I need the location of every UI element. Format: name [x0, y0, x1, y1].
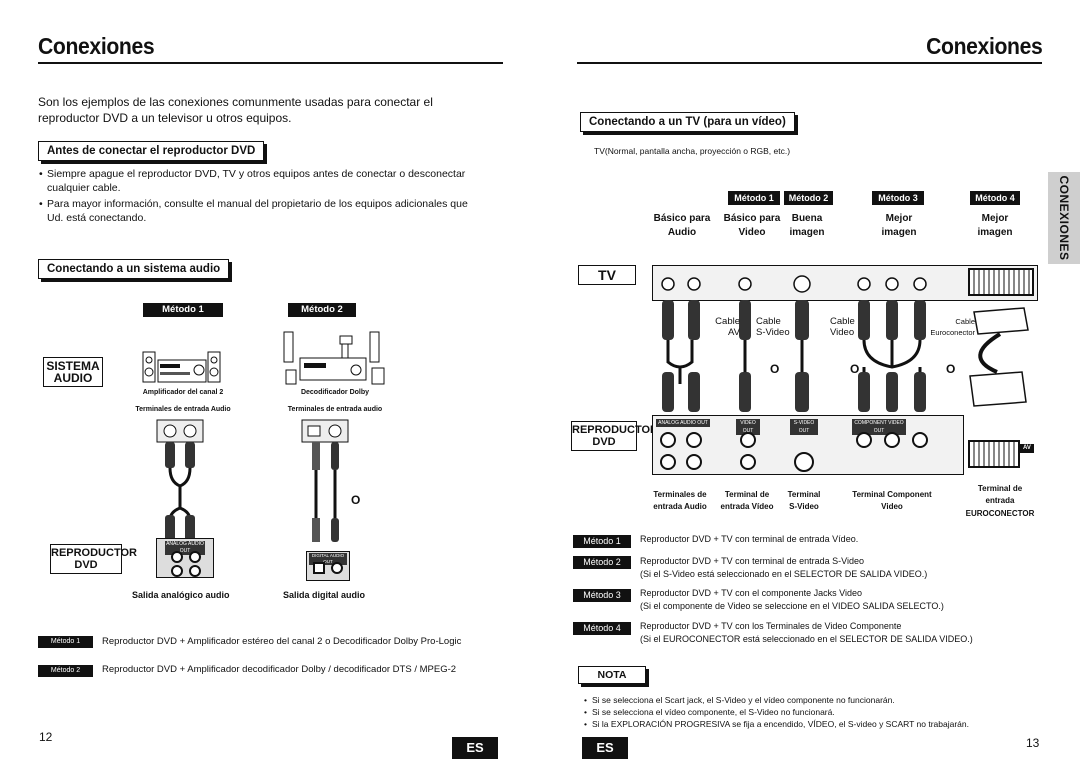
nota-item-1: Si se selecciona el Scart jack, el S-Vid…	[584, 695, 895, 706]
term-euro-entrada: Terminal de entrada	[977, 484, 1023, 505]
tv-note4-line2: (Si el EUROCONECTOR está seleccionado en…	[640, 634, 973, 644]
col-basic-video: Básico para Video	[723, 213, 781, 238]
left-es-badge: ES	[452, 737, 498, 759]
tv-metodo2: Método 2	[784, 191, 833, 205]
or-label-2: O	[850, 362, 860, 376]
or-label-3: O	[946, 362, 956, 376]
tv-note2-line1: Reproductor DVD + TV con terminal de ent…	[640, 556, 865, 566]
term-svideo: Terminal S-Video	[787, 490, 821, 511]
bullet-more-info: Para mayor información, consulte el manu…	[39, 197, 487, 225]
tv-metodo3: Método 3	[872, 191, 924, 205]
or-label-1: O	[770, 362, 780, 376]
left-page-number: 12	[39, 730, 53, 744]
left-or-label: O	[351, 493, 361, 507]
col-basic-audio: Básico para Audio	[653, 213, 711, 238]
bullet-power-off: Siempre apague el reproductor DVD, TV y …	[39, 167, 487, 195]
conexiones-side-tab: CONEXIONES	[1048, 172, 1080, 264]
note2-tag: Método 2	[38, 665, 93, 677]
analog-audio-out-panel: ANALOG AUDIO OUT	[156, 538, 214, 578]
tv-note4-tag: Método 4	[573, 622, 631, 635]
side-tab-text: CONEXIONES	[1057, 175, 1071, 261]
cable-svideo-label: Cable S-Video	[756, 316, 790, 338]
tv-note1-line1: Reproductor DVD + TV con terminal de ent…	[640, 534, 859, 544]
dvd-video-out: VIDEO OUT	[736, 419, 760, 435]
scart-connector-tv	[968, 268, 1034, 296]
section-before-connecting: Antes de conectar el reproductor DVD	[38, 141, 265, 161]
term-euroconector: EUROCONECTOR	[965, 509, 1035, 518]
term-component: Terminal Component Video	[852, 490, 932, 511]
col-mejor-imagen-2: Mejor imagen	[977, 213, 1013, 238]
left-title-rule	[38, 62, 503, 64]
tv-note2-tag: Método 2	[573, 556, 631, 569]
out-digital-label: Salida digital audio	[283, 590, 366, 600]
tv-note3-tag: Método 3	[573, 589, 631, 602]
dvd-rear-jacks	[660, 432, 928, 472]
term-video: Terminal de entrada Vídeo	[720, 490, 774, 511]
right-title-rule	[577, 62, 1042, 64]
digital-audio-cable	[301, 419, 349, 542]
right-page-title: Conexiones	[925, 33, 1043, 59]
left-page-title: Conexiones	[38, 33, 155, 59]
av-scart-dvd	[968, 440, 1020, 468]
cable-video-label: Cable Video	[830, 316, 855, 338]
col-buena-imagen: Buena imagen	[789, 213, 825, 238]
amp-terminals-label: Terminales de entrada Audio	[135, 406, 231, 413]
section-audio-system: Conectando a un sistema audio	[38, 259, 230, 279]
tv-metodo1: Método 1	[728, 191, 780, 205]
amplifier-illustration	[142, 351, 221, 383]
tv-note3-line1: Reproductor DVD + TV con el componente J…	[640, 588, 863, 598]
dolby-label: Decodificador Dolby	[300, 389, 370, 396]
tv-note2-line2: (Si el S-Video está seleccionado en el S…	[640, 569, 928, 579]
cable-av-label: Cable AV	[715, 316, 740, 338]
tv-subtitle: TV(Normal, pantalla ancha, proyección o …	[594, 146, 791, 156]
nota-heading: NOTA	[578, 666, 646, 684]
dvd-svideo-out: S-VIDEO OUT	[790, 419, 818, 435]
nota-item-3: Si la EXPLORACIÓN PROGRESIVA se fija a e…	[584, 719, 969, 730]
metodo2-tag: Método 2	[288, 303, 356, 317]
amp-label: Amplificador del canal 2	[142, 389, 224, 396]
note2-text: Reproductor DVD + Amplificador decodific…	[102, 664, 457, 675]
col-mejor-imagen-1: Mejor imagen	[881, 213, 917, 238]
cable-euro-label: Cable Euroconector	[930, 317, 975, 337]
right-es-badge: ES	[582, 737, 628, 759]
tv-note3-line2: (Si el componente de Video se seleccione…	[640, 601, 944, 611]
right-page-number: 13	[1026, 736, 1040, 750]
nota-item-2: Si se selecciona el vídeo componente, el…	[584, 707, 835, 718]
digital-audio-out-panel: DIGITAL AUDIO OUT	[306, 551, 350, 581]
dvd-analog-out: ANALOG AUDIO OUT	[656, 419, 710, 427]
av-label: AV	[1020, 444, 1034, 453]
term-audio: Terminales de entrada Audio	[653, 490, 707, 511]
note1-text: Reproductor DVD + Amplificador estéreo d…	[102, 636, 462, 647]
dolby-decoder-illustration	[283, 331, 385, 385]
note1-tag: Método 1	[38, 636, 93, 648]
tv-note4-line1: Reproductor DVD + TV con los Terminales …	[640, 621, 902, 631]
analog-audio-cable	[156, 419, 204, 541]
tv-label: TV	[578, 265, 636, 285]
left-intro: Son los ejemplos de las conexiones comun…	[38, 95, 433, 125]
dvd-component-out: COMPONENT VIDEO OUT	[852, 419, 906, 435]
out-analog-label: Salida analógico audio	[132, 590, 230, 600]
tv-metodo4: Método 4	[970, 191, 1020, 205]
tv-note1-tag: Método 1	[573, 535, 631, 548]
dolby-terminals-label: Terminales de entrada audio	[287, 406, 383, 413]
section-tv-connect: Conectando a un TV (para un vídeo)	[580, 112, 795, 132]
metodo1-tag: Método 1	[143, 303, 223, 317]
